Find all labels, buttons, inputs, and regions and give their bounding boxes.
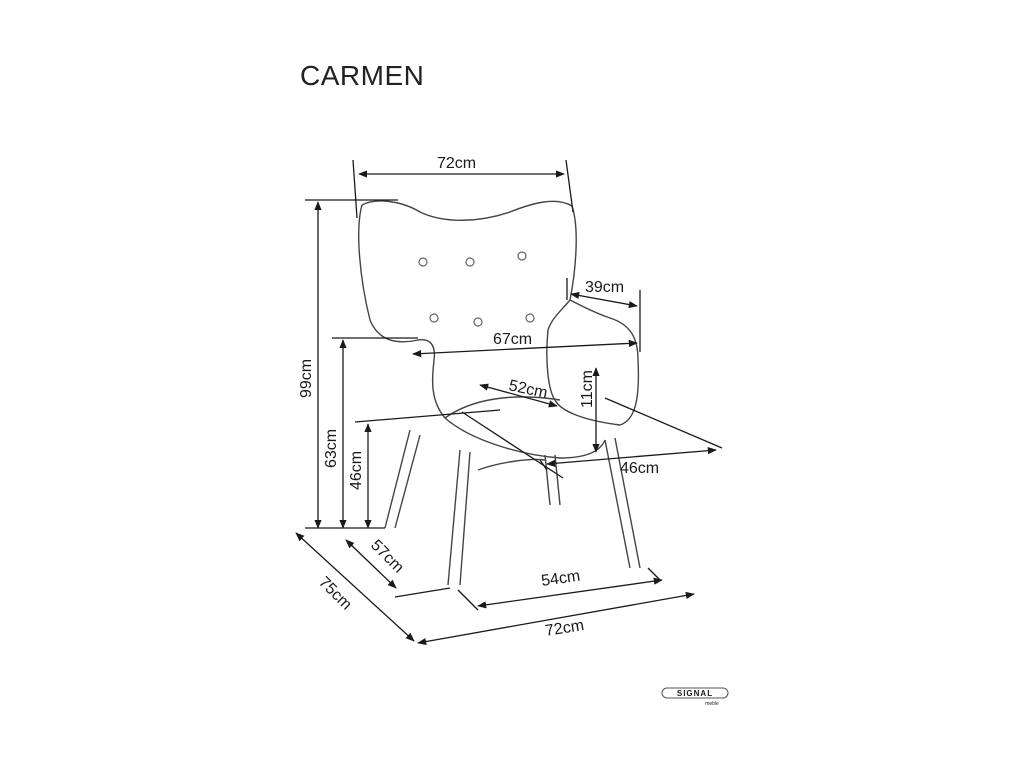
dimension-lines — [295, 159, 723, 646]
total-depth-arrow — [295, 532, 415, 642]
label-total-depth: 75cm — [315, 574, 355, 614]
label-armrest-width: 39cm — [585, 279, 624, 296]
seat-width-arrow — [412, 339, 638, 358]
bottom-width-arrow — [417, 591, 695, 646]
label-seat-width: 67cm — [493, 331, 532, 348]
label-top-width: 72cm — [437, 155, 476, 172]
logo-brand: SIGNAL — [677, 689, 713, 698]
chair-outline — [358, 200, 641, 586]
label-bottom-width: 72cm — [544, 617, 585, 640]
label-base-width: 54cm — [540, 568, 581, 590]
label-side-depth: 46cm — [620, 460, 659, 477]
product-title: CARMEN — [300, 60, 425, 91]
signal-logo: SIGNAL meble — [661, 687, 729, 707]
label-total-height: 99cm — [298, 359, 315, 398]
diag-lower-line — [461, 411, 564, 479]
label-arm-height: 63cm — [323, 429, 340, 468]
label-base-depth: 57cm — [367, 537, 407, 577]
side-depth-arrow — [546, 447, 717, 467]
tufting-buttons — [418, 251, 535, 327]
label-armrest-height: 11cm — [579, 370, 596, 408]
label-seat-depth: 52cm — [507, 377, 549, 402]
armrest-width-arrow — [570, 291, 638, 309]
seat-depth-arrow — [479, 383, 558, 408]
logo-sub: meble — [705, 701, 719, 707]
label-seat-height: 46cm — [348, 451, 365, 490]
